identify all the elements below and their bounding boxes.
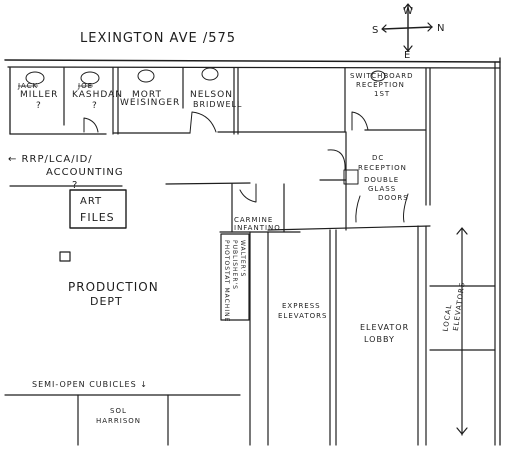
carmine-label: CARMINE: [234, 216, 273, 224]
glass-label: GLASS: [368, 185, 396, 193]
carmine-office: [219, 183, 301, 233]
office-1st: 1ST: [374, 90, 390, 98]
local-elevators: [429, 227, 496, 436]
express-label: EXPRESS: [282, 302, 321, 310]
office-bridwell: BRIDWELL: [193, 100, 242, 109]
dept-label: DEPT: [90, 295, 123, 308]
harrison-label: HARRISON: [96, 417, 141, 425]
art-files-box: [69, 189, 127, 229]
office-miller-name: MILLER: [20, 90, 58, 100]
office-miller-q: ?: [36, 101, 42, 111]
sol-label: SOL: [110, 407, 127, 415]
column-marker-icon: [59, 251, 71, 262]
cubicles: [4, 394, 241, 446]
compass-n: W: [403, 6, 414, 17]
street-title: LEXINGTON AVE /575: [80, 31, 236, 46]
photostat-label: PHOTOSTAT MACHINE: [223, 240, 230, 322]
elevator-lobby-2: LOBBY: [364, 335, 395, 344]
office-miller-strike: JACK: [17, 82, 38, 90]
office-switchboard: SWITCHBOARD: [350, 72, 414, 80]
semi-open-label: SEMI-OPEN CUBICLES ↓: [32, 380, 148, 389]
compass-w: S: [372, 25, 379, 36]
express-elevators-label: ELEVATORS: [278, 312, 327, 320]
office-kashdan-q: ?: [92, 101, 98, 111]
mid-wall-2: [165, 182, 251, 185]
office-labels: JACK MILLER ? JOE KASHDAN ? MORT WEISING…: [17, 72, 414, 111]
office-mort: MORT: [132, 90, 162, 100]
walter-label: WALTER'S: [239, 240, 246, 277]
compass-e: N: [437, 23, 445, 34]
publisher-label: PUBLISHER'S: [231, 240, 238, 290]
dc-reception-label: RECEPTION: [358, 164, 407, 172]
accounting-label: ACCOUNTING: [46, 167, 124, 178]
offices-row: [9, 67, 431, 206]
local-label: LOCAL: [442, 303, 454, 332]
compass-s: E: [404, 50, 411, 61]
compass-rose-icon: W S N E: [372, 3, 445, 61]
elevator-lobby-1: ELEVATOR: [360, 323, 409, 332]
office-weisinger: WEISINGER: [120, 98, 180, 108]
building-walls: [4, 57, 501, 446]
dc-reception: [327, 131, 409, 231]
doors-label: DOORS: [378, 194, 409, 202]
office-kashdan-strike: JOE: [77, 82, 93, 90]
double-label: DOUBLE: [364, 176, 399, 184]
local-elevators-label: ELEVATORS: [452, 281, 467, 331]
production-label: PRODUCTION: [68, 280, 159, 294]
office-kashdan-name: KASHDAN: [72, 90, 123, 100]
office-nelson: NELSON: [190, 90, 233, 100]
photostat-box: [220, 233, 250, 321]
dc-label: DC: [372, 154, 384, 162]
rrp-label: ← RRP/LCA/ID/: [8, 154, 93, 165]
elevator-block: [249, 225, 431, 446]
art-label: ART: [80, 196, 102, 207]
infantino-label: INFANTINO: [234, 224, 281, 232]
office-reception: RECEPTION: [356, 81, 405, 89]
files-label: FILES: [80, 211, 115, 224]
